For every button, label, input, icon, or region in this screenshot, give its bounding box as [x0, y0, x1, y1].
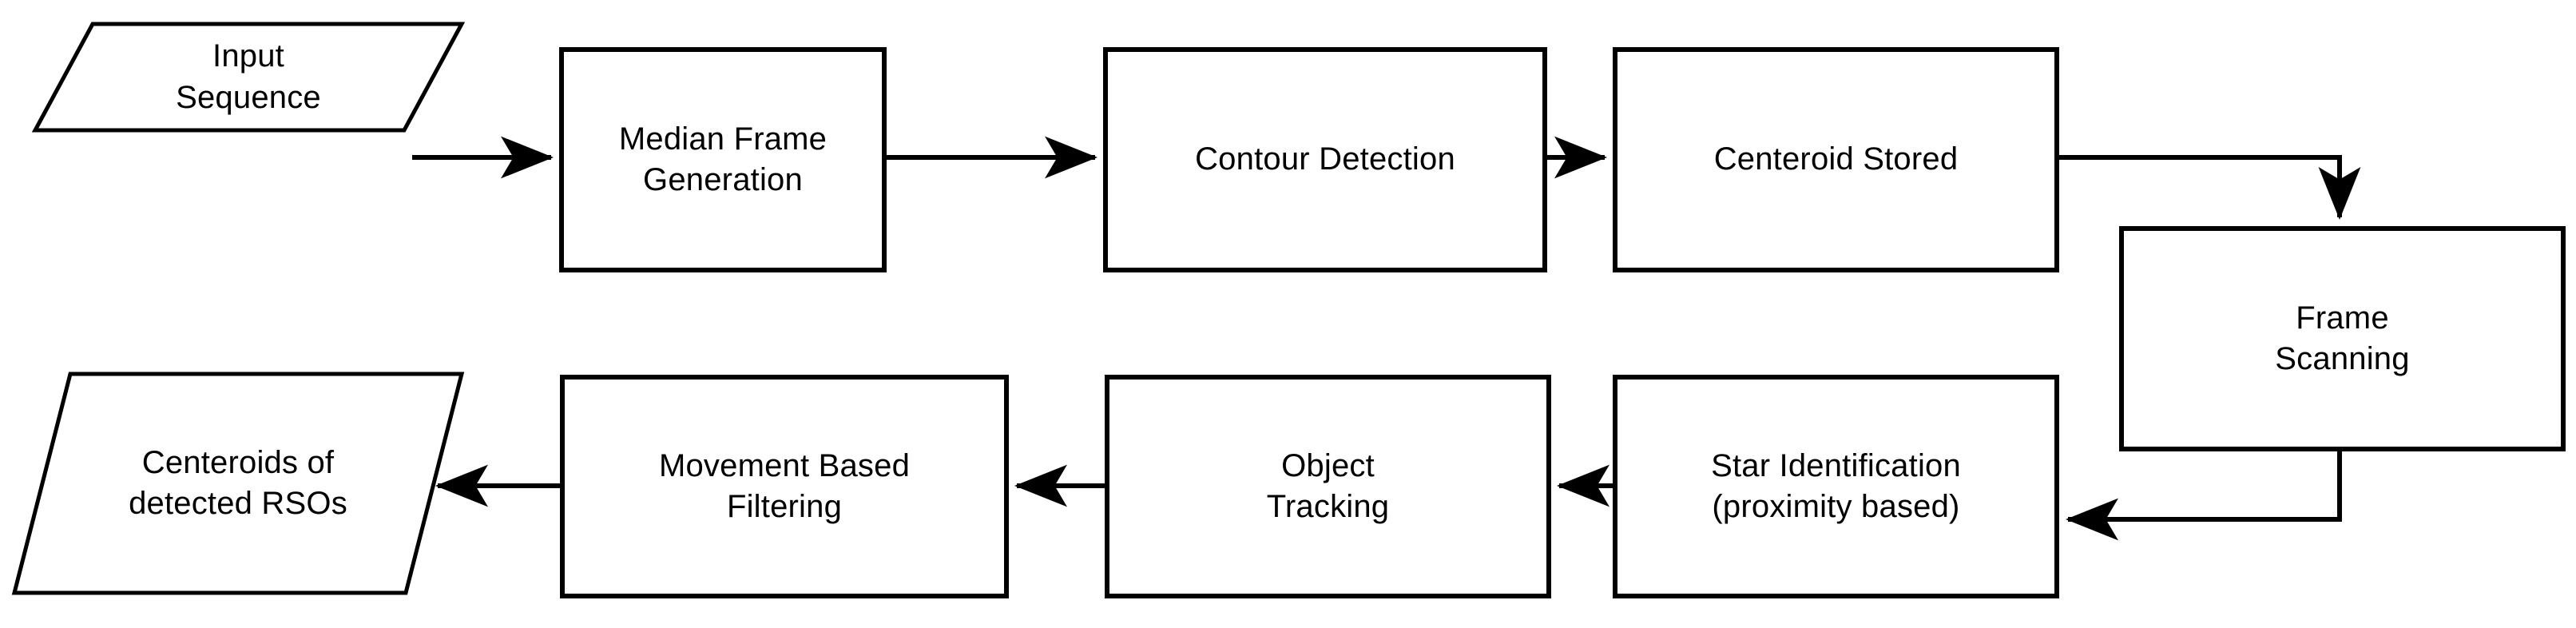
- node-shape-centeroid-stored[interactable]: [1613, 47, 2059, 272]
- node-shape-input-sequence[interactable]: [31, 22, 466, 133]
- node-shape-frame-scanning[interactable]: [2119, 226, 2566, 451]
- node-shape-contour-detection[interactable]: [1103, 47, 1547, 272]
- edge-frame-scanning-to-star-identification: [2066, 449, 2342, 541]
- node-shape-centeroids-of-detected-rsos[interactable]: [11, 372, 465, 595]
- node-shape-object-tracking[interactable]: [1105, 375, 1551, 598]
- edge-centeroid-stored-to-frame-scanning: [2057, 155, 2361, 220]
- node-shape-median-frame-generation[interactable]: [559, 47, 887, 272]
- node-shape-star-identification[interactable]: [1613, 375, 2059, 598]
- node-shape-movement-based-filtering[interactable]: [560, 375, 1009, 598]
